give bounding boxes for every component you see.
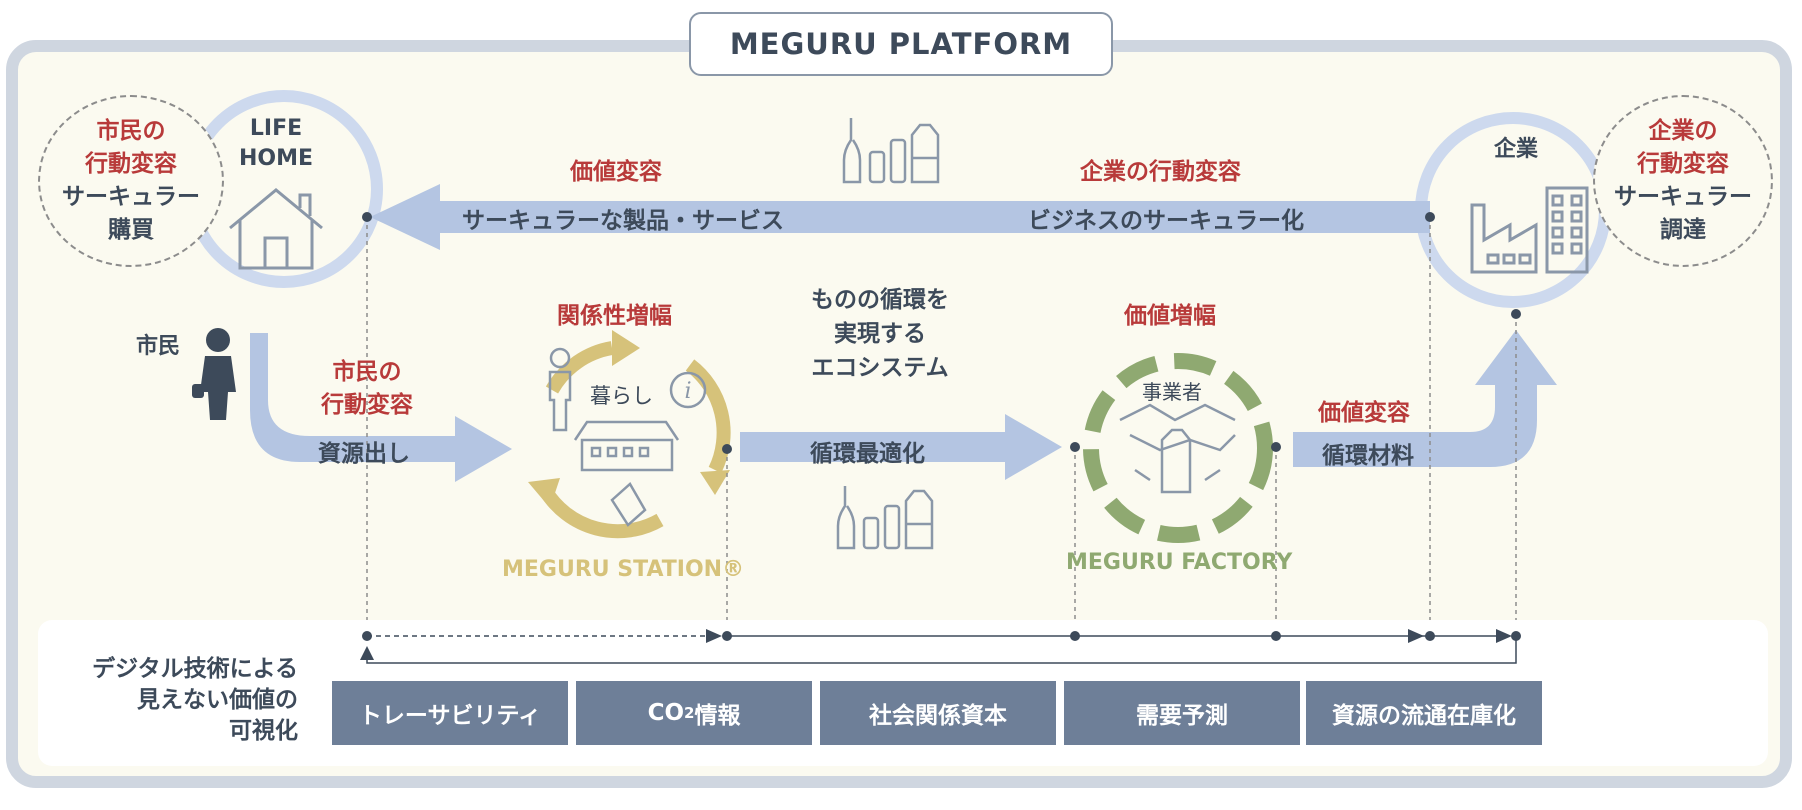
page-title: MEGURU PLATFORM xyxy=(689,12,1113,76)
right-arrow-text: 循環材料 xyxy=(1322,443,1414,469)
factory-name: MEGURU FACTORY xyxy=(1066,550,1293,575)
digital-line1: デジタル技術による xyxy=(92,656,298,682)
person-icon xyxy=(192,328,236,420)
bottles-icon-bottom xyxy=(836,486,934,550)
station-cycle-heads xyxy=(528,330,730,508)
factory-ring xyxy=(1083,353,1273,543)
top-left-red-label: 価値変容 xyxy=(570,159,662,185)
station-cycle xyxy=(539,341,731,539)
citizen-arrow-text: 資源出し xyxy=(318,441,410,467)
company-bubble-line2: 行動変容 xyxy=(1637,151,1729,177)
citizen-arrow xyxy=(250,333,512,482)
top-right-arrow-text: ビジネスのサーキュラー化 xyxy=(1028,208,1304,234)
house-icon xyxy=(229,188,323,270)
citizen-label: 市民 xyxy=(136,334,181,359)
tag-co2-co: CO xyxy=(647,700,684,726)
factory-red-label: 価値増幅 xyxy=(1124,303,1216,329)
life-home-line2: HOME xyxy=(238,146,314,171)
company-bubble-line4: 調達 xyxy=(1660,217,1706,243)
handshake-icon xyxy=(1119,403,1236,494)
company-label: 企業 xyxy=(1494,137,1539,162)
citizen-bubble-line4: 購買 xyxy=(108,217,154,243)
citizen-arrow-red-line2: 行動変容 xyxy=(321,392,413,418)
company-bubble-line1: 企業の xyxy=(1648,118,1718,144)
bottles-icon-top xyxy=(842,118,940,184)
mid-arrow-text: 循環最適化 xyxy=(810,441,925,467)
top-arrow xyxy=(370,184,1430,250)
factory-inner-label: 事業者 xyxy=(1142,380,1202,404)
ecosystem-line2: 実現する xyxy=(834,321,926,347)
guide-lines xyxy=(366,217,1517,636)
right-arrow xyxy=(1293,330,1557,467)
citizen-arrow-red-label: 市民の 行動変容 xyxy=(312,356,422,422)
info-icon: i xyxy=(684,379,691,404)
station-red-label: 関係性増幅 xyxy=(557,303,672,329)
digital-line2: 見えない価値の xyxy=(137,687,298,713)
tag-social-capital: 社会関係資本 xyxy=(820,681,1056,745)
citizen-arrow-red-line1: 市民の xyxy=(332,359,402,385)
tag-traceability: トレーサビリティ xyxy=(332,681,568,745)
tag-co2-info-text: 情報 xyxy=(694,703,741,729)
tag-co2-sub: 2 xyxy=(684,704,695,722)
station-inner-label: 暮らし xyxy=(590,384,653,408)
right-arrow-red-label: 価値変容 xyxy=(1318,400,1410,426)
ecosystem-text: ものの循環を 実現する エコシステム xyxy=(780,283,980,385)
citizen-bubble-line1: 市民の xyxy=(96,118,166,144)
life-home-label: LIFE HOME xyxy=(236,114,316,174)
tag-demand-forecast: 需要予測 xyxy=(1064,681,1300,745)
station-inner-icons xyxy=(548,347,707,527)
mid-arrow xyxy=(740,414,1062,480)
station-name: MEGURU STATION® xyxy=(502,557,745,582)
company-bubble-line3: サーキュラー xyxy=(1614,184,1752,210)
ecosystem-line1: ものの循環を xyxy=(811,287,949,313)
life-home-line1: LIFE xyxy=(249,116,303,141)
tag-resource-inventory: 資源の流通在庫化 xyxy=(1306,681,1542,745)
citizen-bubble-line3: サーキュラー xyxy=(62,184,200,210)
factory-icon xyxy=(1470,186,1589,274)
top-right-red-label: 企業の行動変容 xyxy=(1080,159,1241,185)
top-left-arrow-text: サーキュラーな製品・サービス xyxy=(462,208,784,234)
company-behavior-bubble: 企業の 行動変容 サーキュラー 調達 xyxy=(1593,95,1773,267)
digital-line3: 可視化 xyxy=(229,718,298,744)
guide-dots xyxy=(362,212,1521,454)
citizen-behavior-bubble: 市民の 行動変容 サーキュラー 購買 xyxy=(38,95,224,267)
citizen-bubble-line2: 行動変容 xyxy=(85,151,177,177)
digital-label: デジタル技術による 見えない価値の 可視化 xyxy=(58,654,298,747)
ecosystem-line3: エコシステム xyxy=(811,355,949,381)
